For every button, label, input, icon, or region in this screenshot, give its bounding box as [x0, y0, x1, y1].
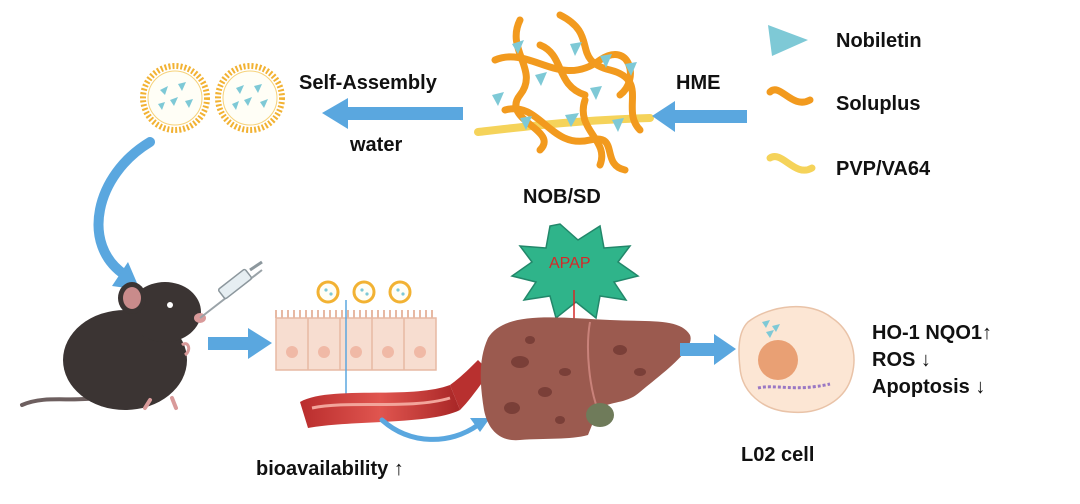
- mouse-illustration: [20, 282, 206, 410]
- arrow-hme: [652, 101, 747, 132]
- curved-arrow-to-mouse: [93, 137, 155, 290]
- nob-sd-label: NOB/SD: [523, 186, 601, 208]
- liver-illustration: [480, 317, 691, 441]
- outcome-ho1-nqo1: HO-1 NQO1↑: [872, 322, 993, 344]
- apap-label: APAP: [549, 255, 591, 272]
- legend-nobiletin-icon: [768, 25, 808, 56]
- arrow-self-assembly: [322, 98, 463, 129]
- legend-pvp-label: PVP/VA64: [836, 158, 931, 180]
- legend-soluplus-icon: [766, 86, 814, 106]
- outcome-apoptosis: Apoptosis ↓: [872, 376, 986, 398]
- self-assembly-label: Self-Assembly: [299, 72, 437, 94]
- arrow-liver-to-cell: [680, 334, 736, 365]
- l02-cell-illustration: [738, 305, 855, 414]
- micelle-left: [140, 63, 210, 133]
- legend-pvp-icon: [766, 153, 816, 174]
- outcome-ros: ROS ↓: [872, 349, 931, 371]
- water-label: water: [350, 134, 403, 156]
- arrow-mouse-to-intestine: [208, 328, 272, 359]
- bioavailability-label: bioavailability ↑: [256, 458, 404, 480]
- small-micelles: [316, 280, 412, 304]
- curved-arrow-to-liver: [379, 417, 490, 442]
- hme-label: HME: [676, 72, 721, 94]
- nob-sd-polymer-network: [474, 11, 654, 174]
- intestinal-epithelium: [275, 310, 437, 371]
- legend-soluplus-label: Soluplus: [836, 93, 921, 115]
- syringe-icon: [199, 260, 263, 319]
- apap-starburst: [510, 223, 640, 320]
- blood-vessel: [300, 360, 490, 428]
- legend-nobiletin-label: Nobiletin: [836, 30, 922, 52]
- micelle-right: [215, 63, 285, 133]
- l02-cell-label: L02 cell: [741, 444, 815, 466]
